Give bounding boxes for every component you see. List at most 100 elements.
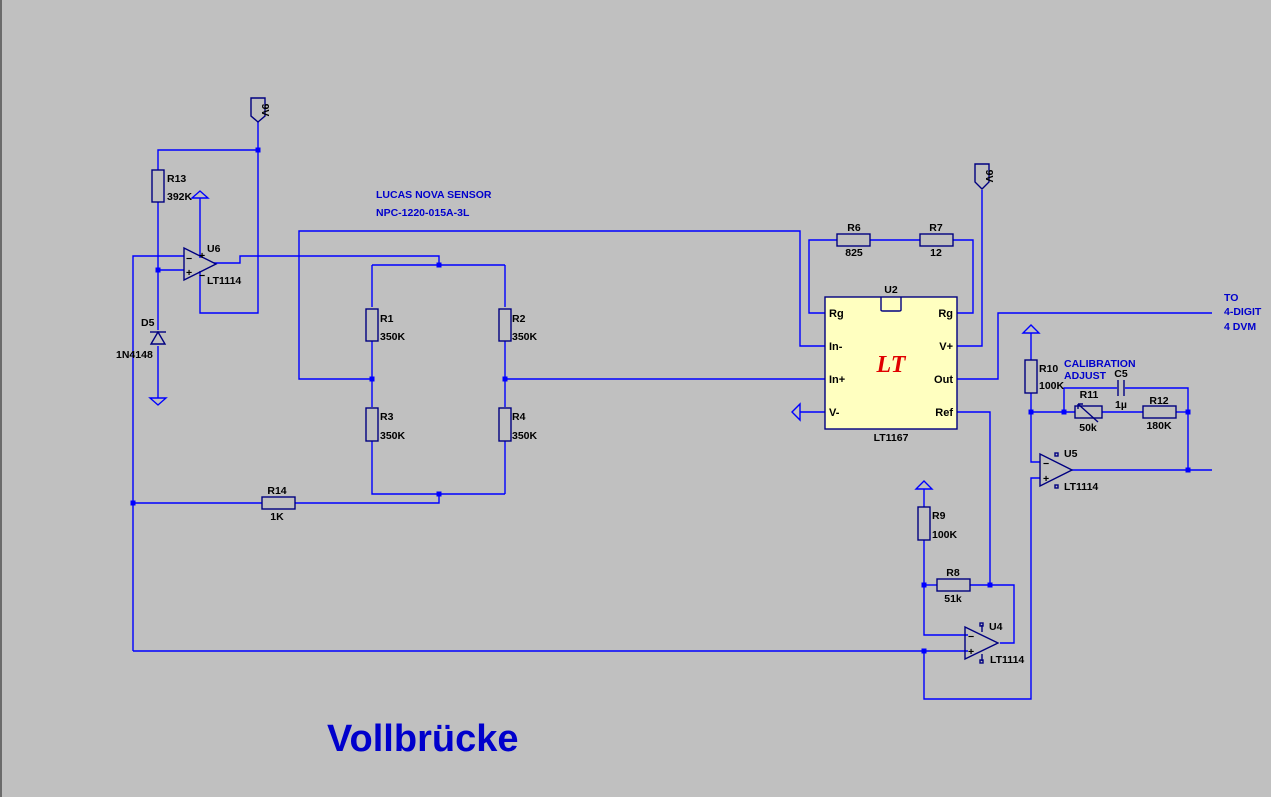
pin-label: Rg — [938, 308, 953, 320]
svg-text:U5: U5 — [1064, 448, 1078, 460]
junctions — [130, 147, 1191, 654]
svg-text:+: + — [1043, 473, 1049, 485]
output-note-line3: 4 DVM — [1224, 321, 1256, 333]
svg-text:100K: 100K — [1039, 380, 1065, 392]
junction-dot — [155, 267, 161, 273]
pin-label: In- — [829, 341, 843, 353]
resistor-r2[interactable]: R2 350K — [498, 308, 538, 343]
svg-text:U6: U6 — [207, 243, 221, 255]
wire — [298, 230, 825, 380]
svg-text:100K: 100K — [932, 529, 958, 541]
svg-text:825: 825 — [845, 247, 863, 259]
resistor-r1[interactable]: R1 350K — [365, 308, 406, 343]
wire — [214, 255, 440, 265]
junction-dot — [921, 648, 927, 654]
junction-dot — [921, 582, 927, 588]
pin-label: Rg — [829, 308, 844, 320]
opamp-u5[interactable]: − + U5 LT1114 — [1039, 448, 1098, 493]
resistor-r4[interactable]: R4 350K — [498, 407, 538, 442]
svg-text:1µ: 1µ — [1115, 399, 1127, 411]
pin-label: Out — [934, 374, 953, 386]
svg-text:LT1114: LT1114 — [1064, 481, 1098, 493]
sensor-note-line2: NPC-1220-015A-3L — [376, 207, 470, 219]
svg-text:1N4148: 1N4148 — [116, 349, 153, 361]
potentiometer-r11[interactable]: R11 50k — [1074, 389, 1103, 434]
resistor-r10[interactable]: R10 100K — [1024, 359, 1065, 394]
diode-d5[interactable]: D5 1N4148 — [116, 317, 167, 361]
svg-text:R9: R9 — [932, 510, 946, 522]
resistor-r7[interactable]: R7 12 — [919, 222, 954, 259]
svg-text:350K: 350K — [512, 331, 538, 343]
svg-text:LT1167: LT1167 — [874, 432, 909, 444]
wire — [953, 239, 974, 314]
resistor-r9[interactable]: R9 100K — [917, 506, 958, 541]
opamp-u4[interactable]: − + U4 LT1114 — [964, 621, 1024, 666]
output-note-line1: TO — [1224, 292, 1238, 304]
pin-label: V- — [829, 407, 840, 419]
pin-label: In+ — [829, 374, 845, 386]
window-left-border — [0, 0, 2, 797]
svg-text:R2: R2 — [512, 313, 526, 325]
svg-text:−: − — [968, 631, 974, 643]
junction-dot — [369, 376, 375, 382]
negative-supply-arrow-icon — [791, 402, 801, 422]
supply-triangle-icon — [190, 190, 210, 199]
resistor-r13[interactable]: R13 392K — [151, 169, 193, 203]
pin-label: V+ — [939, 341, 953, 353]
junction-dot — [130, 500, 136, 506]
supply-flag-9v-left[interactable]: 9V — [250, 97, 271, 123]
wire — [923, 477, 1040, 700]
junction-dot — [1061, 409, 1067, 415]
wire — [1125, 387, 1189, 470]
wire — [957, 411, 991, 585]
svg-text:U2: U2 — [884, 284, 898, 296]
wire — [371, 441, 505, 495]
junction-dot — [1028, 409, 1034, 415]
junction-dot — [1185, 409, 1191, 415]
svg-text:−: − — [1043, 458, 1049, 470]
svg-text:LT1114: LT1114 — [207, 275, 241, 287]
svg-text:R8: R8 — [946, 567, 960, 579]
svg-text:R6: R6 — [847, 222, 861, 234]
lt-logo: LT — [876, 352, 907, 378]
svg-text:+: + — [199, 250, 205, 262]
supply-triangle-icon — [1021, 324, 1041, 334]
pin-label: Ref — [935, 407, 953, 419]
svg-text:D5: D5 — [141, 317, 155, 329]
opamp-u6[interactable]: − + + − U6 LT1114 — [183, 243, 241, 287]
resistor-r3[interactable]: R3 350K — [365, 407, 406, 442]
resistor-r6[interactable]: R6 825 — [836, 222, 871, 259]
junction-dot — [502, 376, 508, 382]
svg-text:U4: U4 — [989, 621, 1003, 633]
wires — [132, 122, 1212, 700]
svg-text:R13: R13 — [167, 173, 186, 185]
supply-flag-9v-right[interactable]: 9V — [974, 163, 995, 190]
instrumentation-amp-u2[interactable]: U2 LT1167 LT Rg In- In+ V- Rg V+ Out Ref — [824, 284, 958, 444]
supply-triangle-icon — [914, 480, 934, 490]
svg-text:R1: R1 — [380, 313, 394, 325]
svg-text:50k: 50k — [1079, 422, 1097, 434]
svg-text:350K: 350K — [380, 331, 406, 343]
resistor-r14[interactable]: R14 1K — [261, 485, 296, 523]
ground-icon — [148, 397, 168, 406]
wire — [1030, 393, 1040, 463]
svg-text:392K: 392K — [167, 191, 193, 203]
resistor-r12[interactable]: R12 180K — [1142, 395, 1177, 432]
wire — [970, 584, 1015, 644]
junction-dot — [255, 147, 261, 153]
wire — [957, 190, 983, 347]
wire — [957, 312, 1212, 380]
resistor-r8[interactable]: R8 51k — [936, 567, 971, 605]
svg-text:−: − — [199, 270, 205, 282]
svg-text:12: 12 — [930, 247, 942, 259]
supply-label: 9V — [983, 170, 995, 183]
svg-text:LT1114: LT1114 — [990, 654, 1024, 666]
junction-dot — [987, 582, 993, 588]
capacitor-c5[interactable]: C5 1µ — [1114, 368, 1128, 411]
wire — [157, 122, 259, 170]
junction-dot — [1185, 467, 1191, 473]
calibration-note-line1: CALIBRATION — [1064, 358, 1136, 370]
svg-text:R7: R7 — [929, 222, 943, 234]
svg-text:R3: R3 — [380, 411, 394, 423]
